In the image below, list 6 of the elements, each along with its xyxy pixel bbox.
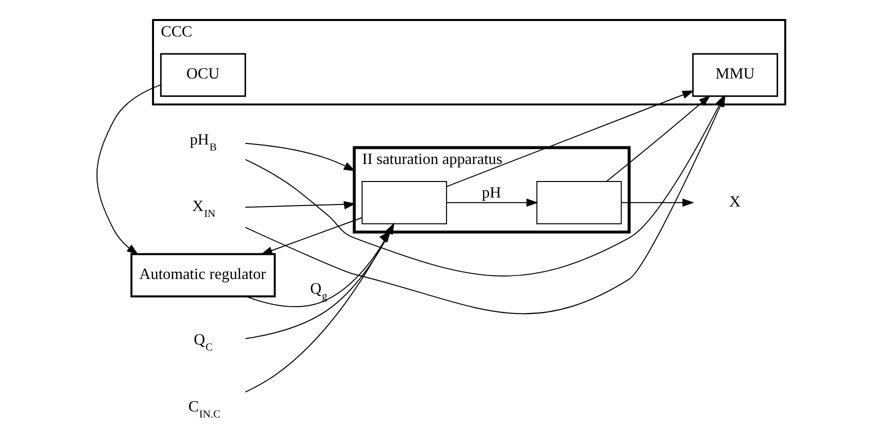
edge-label: pH: [482, 184, 502, 202]
node-text: pH$_{B}$: [190, 131, 217, 154]
node-text: X$_{IN}$: [192, 198, 216, 220]
node-text: C$_{IN.C}$: [188, 398, 220, 420]
node-text: Q$_{C}$: [194, 332, 213, 354]
node-text: X: [729, 193, 741, 210]
